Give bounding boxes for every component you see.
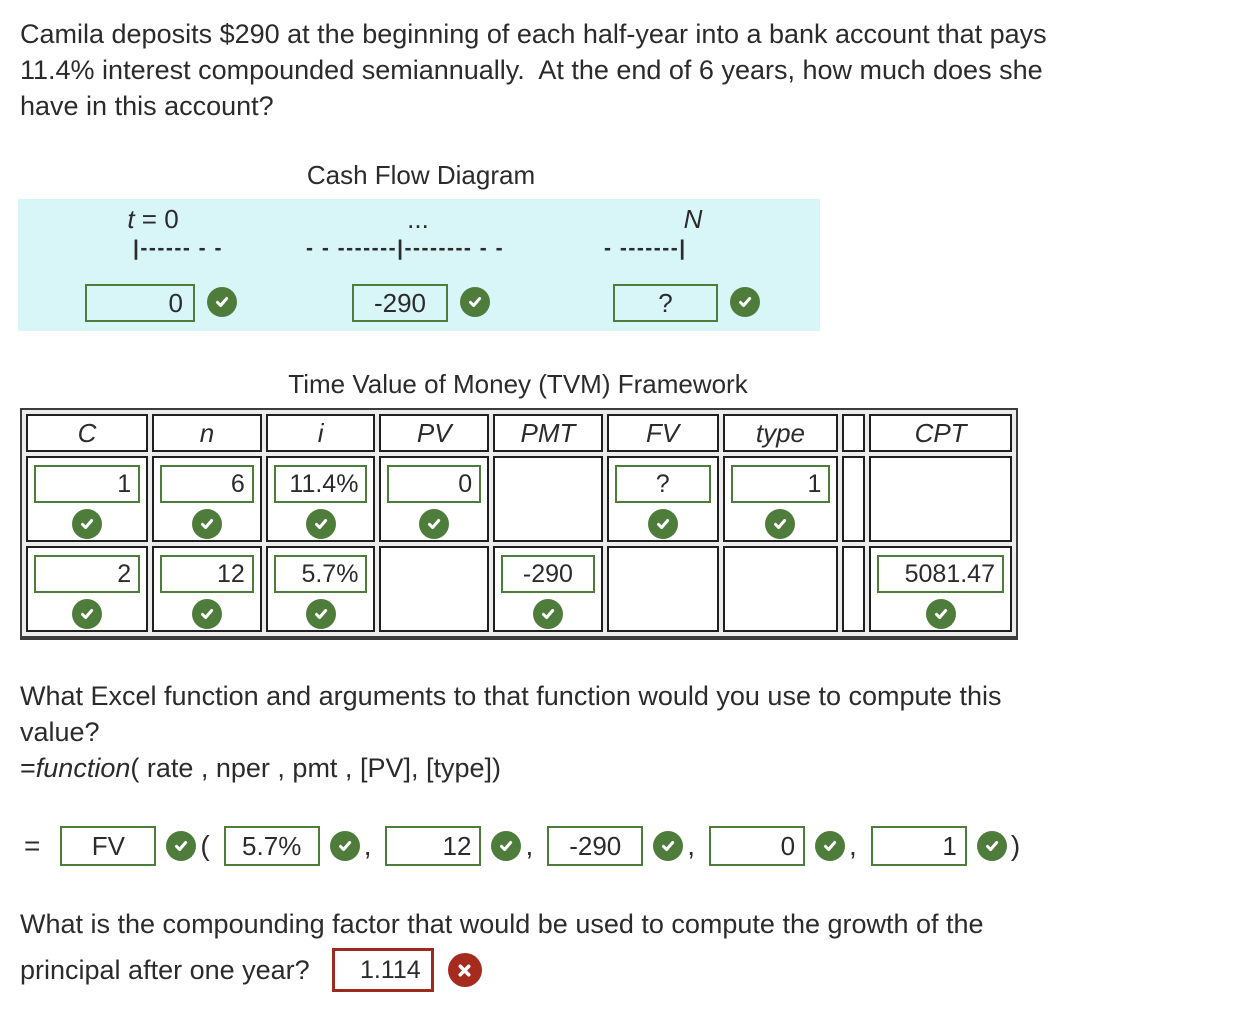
t0-label: t = 0 — [127, 204, 179, 234]
tvm-input-pmt-row2[interactable]: -290 — [501, 555, 595, 593]
checkmark-icon — [925, 599, 956, 629]
excel-function-signature: =function( rate , nper , pmt , [PV], [ty… — [20, 753, 501, 783]
cash-flow-diagram: t = 0 ... N |------ - - - - -------|----… — [18, 199, 820, 331]
compounding-factor-input[interactable]: 1.114 — [331, 948, 434, 992]
problem-statement: Camila deposits $290 at the beginning of… — [20, 16, 1222, 124]
compounding-question-line: principal after one year? — [20, 955, 310, 985]
tvm-framework-title: Time Value of Money (TVM) Framework — [288, 369, 748, 399]
pmt-argument-input[interactable]: -290 — [547, 826, 644, 866]
rate-argument-input[interactable]: 5.7% — [223, 826, 320, 866]
tvm-input-i-row1[interactable]: 11.4% — [273, 465, 368, 503]
cash-flow-diagram-title: Cash Flow Diagram — [306, 160, 536, 190]
checkmark-icon — [329, 831, 360, 861]
checkmark-icon — [815, 831, 846, 861]
tvm-header-n: n — [152, 414, 262, 452]
tvm-cell-spacer-row2 — [842, 546, 866, 632]
function-name-input[interactable]: FV — [60, 826, 157, 866]
tvm-row-1: 1 6 11.4% 0 ? 1 — [26, 456, 1012, 542]
tvm-input-c-row1[interactable]: 1 — [34, 465, 141, 503]
checkmark-icon — [72, 599, 103, 629]
equals-sign: = — [24, 830, 41, 861]
tvm-input-cpt-row2[interactable]: 5081.47 — [877, 555, 1004, 593]
checkmark-icon — [532, 599, 563, 629]
excel-question: What Excel function and arguments to tha… — [20, 678, 1222, 786]
excel-question-line: value? — [20, 717, 100, 747]
tvm-header-fv: FV — [606, 414, 719, 452]
checkmark-icon — [765, 509, 796, 539]
tvm-header-pmt: PMT — [493, 414, 603, 452]
compounding-question: What is the compounding factor that woul… — [20, 906, 1222, 992]
tvm-cell-pv-row2 — [379, 546, 490, 632]
checkmark-icon — [730, 287, 760, 317]
tvm-input-n-row1[interactable]: 6 — [160, 465, 254, 503]
checkmark-icon — [305, 599, 336, 629]
tvm-header-row: C n i PV PMT FV type CPT — [26, 414, 1012, 452]
checkmark-icon — [72, 509, 103, 539]
assignment-page: Camila deposits $290 at the beginning of… — [18, 16, 1222, 992]
checkmark-icon — [491, 831, 522, 861]
open-paren: ( — [200, 830, 210, 861]
tvm-cell-fv-row2 — [606, 546, 719, 632]
n-label: N — [683, 204, 703, 234]
tvm-input-pv-row1[interactable]: 0 — [387, 465, 482, 503]
tvm-input-type-row1[interactable]: 1 — [730, 465, 831, 503]
tvm-header-i: i — [265, 414, 376, 452]
timeline-segment-middle: - - -------|-------- - - — [306, 237, 505, 260]
cashflow-input-n[interactable]: ? — [613, 284, 718, 322]
close-paren: ) — [1010, 830, 1021, 861]
tvm-cell-spacer-row1 — [842, 456, 866, 542]
comma: , — [525, 830, 534, 861]
checkmark-icon — [653, 831, 684, 861]
checkmark-icon — [419, 509, 450, 539]
checkmark-icon — [460, 287, 490, 317]
tvm-input-c-row2[interactable]: 2 — [34, 555, 141, 593]
nper-argument-input[interactable]: 12 — [385, 826, 482, 866]
checkmark-icon — [647, 509, 678, 539]
timeline-segment-left: |------ - - — [133, 237, 223, 260]
tvm-header-type: type — [722, 414, 839, 452]
comma: , — [849, 830, 857, 861]
comma: , — [687, 830, 696, 861]
problem-text-line: 11.4% interest compounded semiannually. … — [20, 55, 1043, 85]
tvm-input-n-row2[interactable]: 12 — [160, 555, 254, 593]
comma: , — [363, 830, 372, 861]
cashflow-input-payment[interactable]: -290 — [352, 284, 448, 322]
tvm-header-c: C — [26, 414, 149, 452]
tvm-cell-pmt-row1 — [493, 456, 603, 542]
excel-question-line: What Excel function and arguments to tha… — [20, 681, 1002, 711]
problem-text-line: have in this account? — [20, 91, 274, 121]
tvm-row-2: 2 12 5.7% -290 5081.47 — [26, 546, 1012, 632]
type-argument-input[interactable]: 1 — [870, 826, 967, 866]
tvm-header-pv: PV — [379, 414, 490, 452]
ellipsis-label: ... — [407, 204, 429, 234]
problem-text-line: Camila deposits $290 at the beginning of… — [20, 19, 1047, 49]
x-icon — [447, 953, 482, 987]
tvm-cell-type-row2 — [722, 546, 839, 632]
tvm-input-i-row2[interactable]: 5.7% — [273, 555, 368, 593]
timeline-segment-right: - -------| — [604, 237, 687, 260]
tvm-header-cpt: CPT — [869, 414, 1012, 452]
answer-formula-row: = FV ( 5.7% , 12 , -290 , 0 , 1 ) — [20, 826, 1222, 866]
compounding-question-line: What is the compounding factor that woul… — [20, 909, 984, 939]
checkmark-icon — [976, 831, 1007, 861]
tvm-input-fv-row1[interactable]: ? — [614, 465, 711, 503]
tvm-header-spacer — [842, 414, 866, 452]
checkmark-icon — [166, 831, 197, 861]
checkmark-icon — [207, 287, 237, 317]
cashflow-input-t0[interactable]: 0 — [85, 284, 195, 322]
checkmark-icon — [305, 509, 336, 539]
tvm-table: C n i PV PMT FV type CPT 1 6 11.4% — [20, 408, 1018, 640]
checkmark-icon — [191, 599, 222, 629]
tvm-cell-cpt-row1 — [869, 456, 1012, 542]
checkmark-icon — [191, 509, 222, 539]
pv-argument-input[interactable]: 0 — [709, 826, 806, 866]
